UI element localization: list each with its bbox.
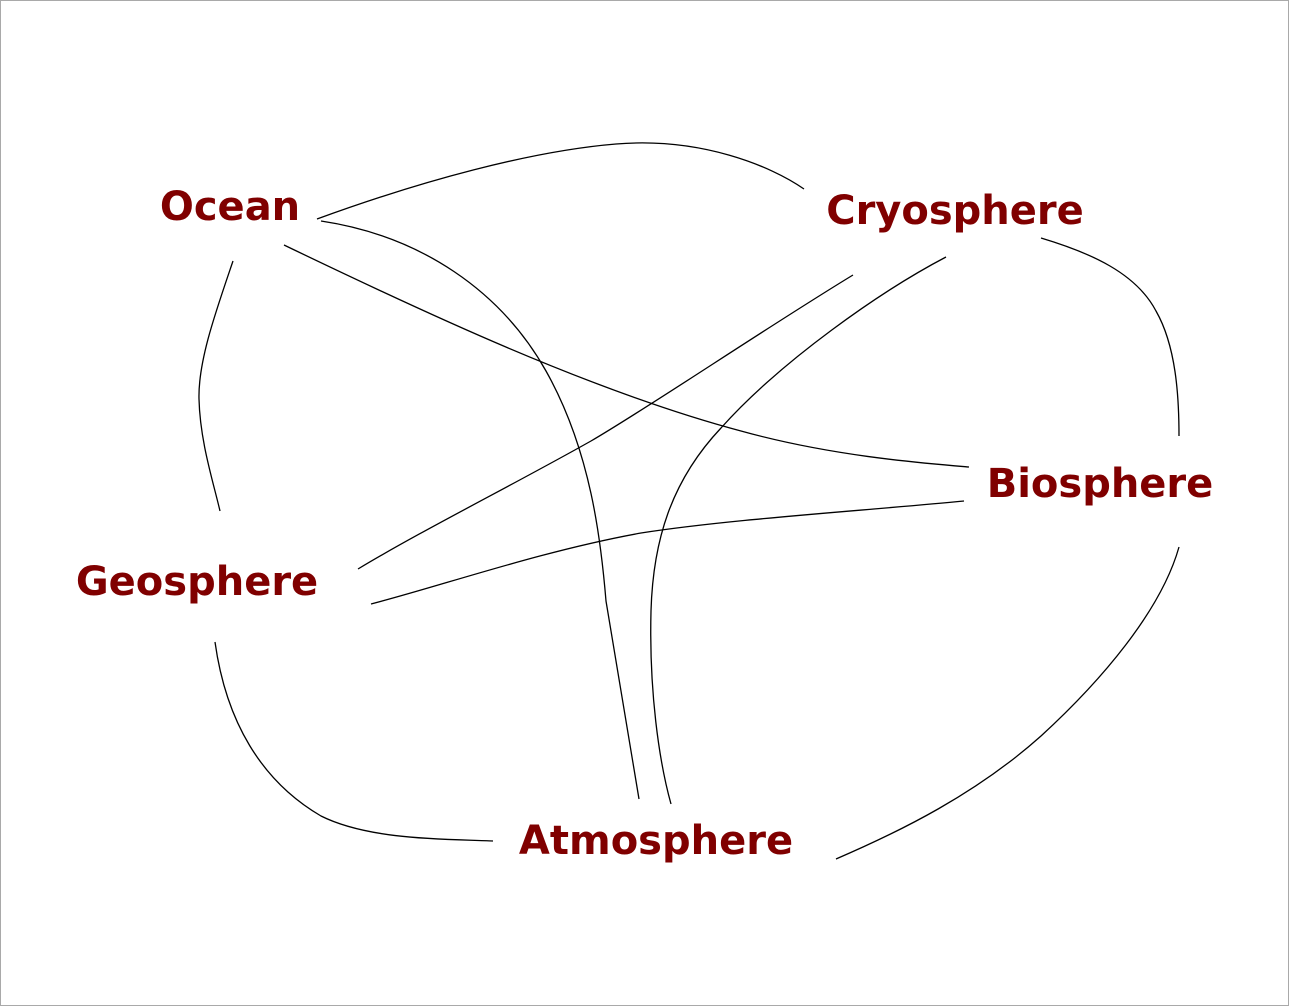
- edge-biosphere-atmosphere: [835, 546, 1180, 860]
- edge-cryosphere-atmosphere: [650, 256, 947, 805]
- edge-biosphere-geosphere: [370, 500, 965, 605]
- edge-ocean-biosphere: [283, 244, 970, 468]
- edge-cryosphere-geosphere: [357, 274, 854, 570]
- node-atmosphere: Atmosphere: [518, 818, 794, 864]
- edge-geosphere-atmosphere: [214, 641, 494, 842]
- edge-ocean-geosphere: [198, 260, 234, 512]
- node-cryosphere: Cryosphere: [826, 188, 1084, 234]
- edge-cryosphere-biosphere: [1040, 237, 1180, 437]
- edge-ocean-atmosphere: [320, 220, 640, 800]
- node-ocean: Ocean: [159, 184, 301, 230]
- node-geosphere: Geosphere: [75, 559, 319, 605]
- edge-ocean-cryosphere: [316, 142, 805, 220]
- node-biosphere: Biosphere: [986, 461, 1214, 507]
